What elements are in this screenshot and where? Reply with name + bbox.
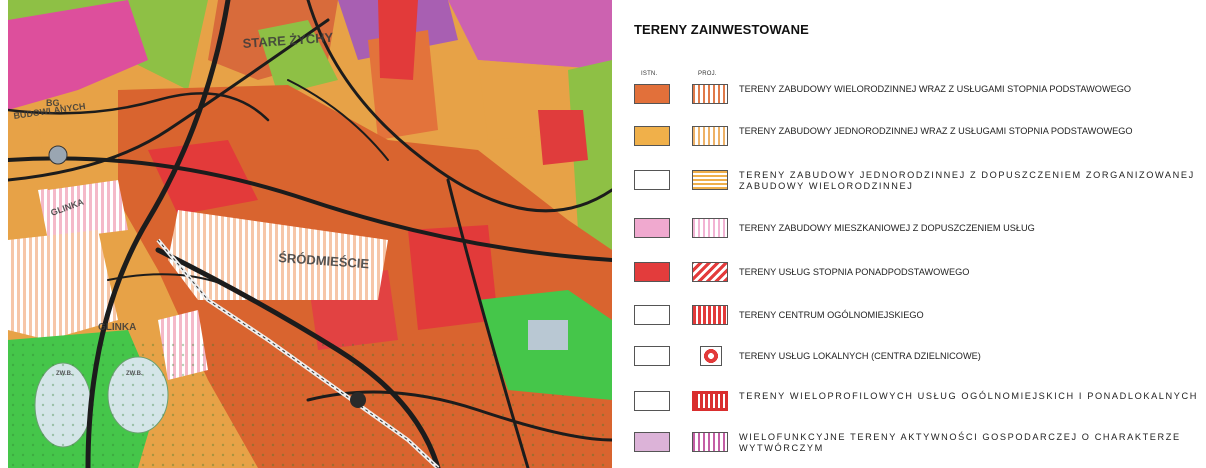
map-legend: TERENY ZAINWESTOWANE ISTN. PROJ. TERENY …	[612, 0, 1206, 468]
legend-label: TERENY ZABUDOWY JEDNORODZINNEJ Z DOPUSZC…	[739, 170, 1195, 191]
existing-swatch	[634, 391, 670, 411]
legend-label: WIELOFUNKCYJNE TERENY AKTYWNOŚCI GOSPODA…	[739, 432, 1181, 453]
legend-row: TERENY ZABUDOWY JEDNORODZINNEJ Z DOPUSZC…	[612, 170, 1206, 206]
map-label-glinka-south: GLINKA	[98, 322, 136, 333]
existing-swatch	[634, 126, 670, 146]
projected-swatch	[692, 170, 728, 190]
column-header-projected: PROJ.	[698, 71, 717, 77]
legend-label: TERENY ZABUDOWY MIESZKANIOWEJ Z DOPUSZCZ…	[739, 223, 1035, 233]
legend-row: TERENY ZABUDOWY WIELORODZINNEJ WRAZ Z US…	[612, 84, 1206, 120]
map-label-srodmiescie: ŚRÓDMIEŚCIE	[278, 250, 370, 271]
existing-swatch	[634, 305, 670, 325]
legend-label: TERENY ZABUDOWY WIELORODZINNEJ WRAZ Z US…	[739, 84, 1132, 94]
legend-label: TERENY ZABUDOWY JEDNORODZINNEJ WRAZ Z US…	[739, 126, 1133, 136]
legend-row: TERENY USŁUG STOPNIA PONADPODSTAWOWEGO	[612, 262, 1206, 298]
legend-row: TERENY WIELOPROFILOWYCH USŁUG OGÓLNOMIEJ…	[612, 391, 1206, 427]
map-label-bg: BG.	[46, 98, 62, 108]
legend-row: WIELOFUNKCYJNE TERENY AKTYWNOŚCI GOSPODA…	[612, 432, 1206, 468]
projected-swatch	[692, 305, 728, 325]
legend-label: TERENY USŁUG LOKALNYCH (CENTRA DZIELNICO…	[739, 351, 981, 361]
legend-title: TERENY ZAINWESTOWANE	[634, 22, 809, 37]
projected-swatch	[692, 84, 728, 104]
projected-swatch	[692, 218, 728, 238]
projected-swatch	[700, 346, 722, 366]
existing-swatch	[634, 346, 670, 366]
projected-swatch	[692, 391, 728, 411]
existing-swatch	[634, 84, 670, 104]
projected-swatch	[692, 262, 728, 282]
legend-row: TERENY CENTRUM OGÓLNOMIEJSKIEGO	[612, 305, 1206, 341]
legend-row: TERENY ZABUDOWY MIESZKANIOWEJ Z DOPUSZCZ…	[612, 218, 1206, 254]
existing-swatch	[634, 432, 670, 452]
existing-swatch	[634, 170, 670, 190]
existing-swatch	[634, 262, 670, 282]
planning-map: STARE ŻYCHY BG. BUDOWLANYCH GLINKA ŚRÓDM…	[8, 0, 612, 468]
existing-swatch	[634, 218, 670, 238]
legend-label: TERENY WIELOPROFILOWYCH USŁUG OGÓLNOMIEJ…	[739, 391, 1198, 401]
legend-label: TERENY CENTRUM OGÓLNOMIEJSKIEGO	[739, 310, 924, 320]
projected-swatch	[692, 432, 728, 452]
map-label-stare-zychy: STARE ŻYCHY	[242, 30, 334, 51]
legend-row: TERENY ZABUDOWY JEDNORODZINNEJ WRAZ Z US…	[612, 126, 1206, 162]
legend-row: TERENY USŁUG LOKALNYCH (CENTRA DZIELNICO…	[612, 346, 1206, 382]
column-header-existing: ISTN.	[641, 71, 658, 77]
legend-label: TERENY USŁUG STOPNIA PONADPODSTAWOWEGO	[739, 267, 970, 277]
projected-swatch	[692, 126, 728, 146]
map-label-zwb-1: ZW.B.	[56, 371, 73, 377]
map-label-zwb-2: ZW.B.	[126, 371, 143, 377]
